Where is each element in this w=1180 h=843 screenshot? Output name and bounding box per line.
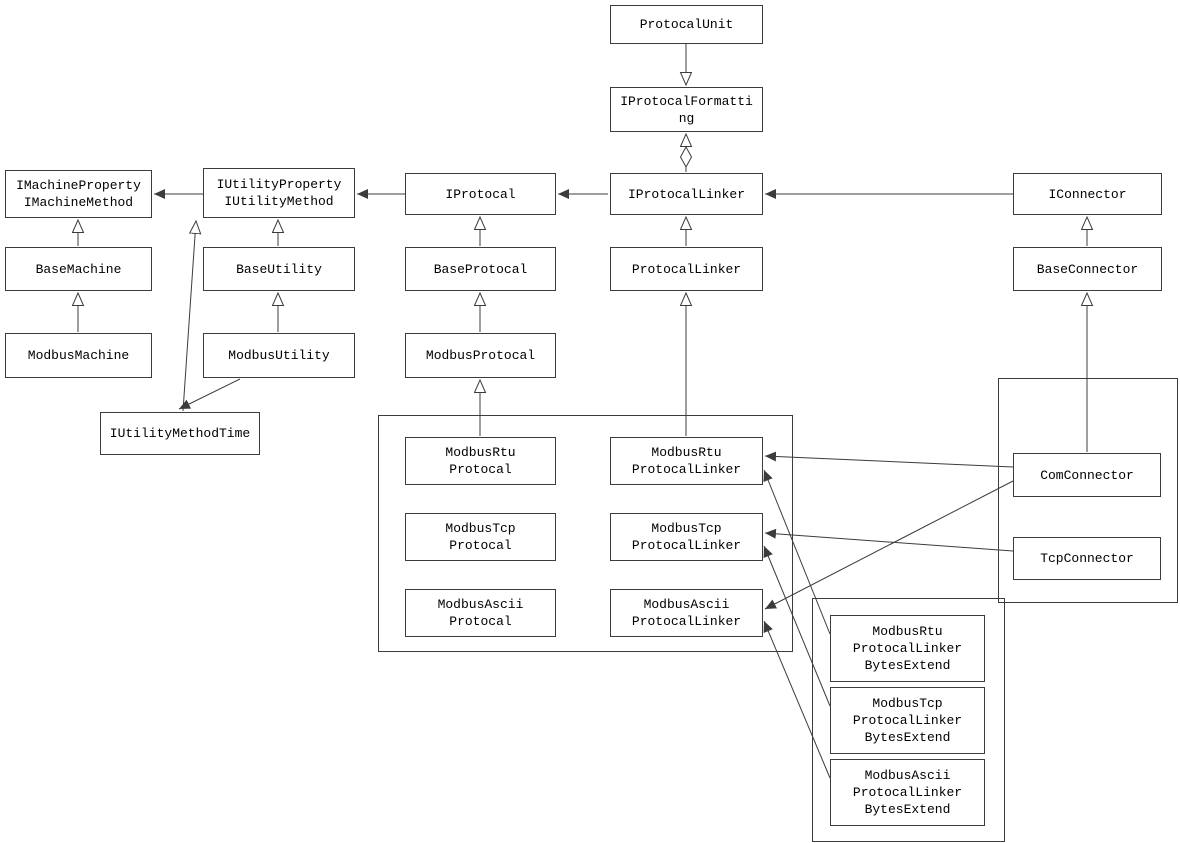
- edge-comconnector-modbusrtulinker: [764, 451, 1014, 468]
- node-imachine-property: IMachineProperty IMachineMethod: [5, 170, 152, 218]
- connector-group-frame: [998, 378, 1178, 603]
- node-iutility-method-time: IUtilityMethodTime: [100, 412, 260, 455]
- node-iprotocal-formatting: IProtocalFormatti ng: [610, 87, 763, 132]
- node-modbus-tcp-protocal-linker: ModbusTcp ProtocalLinker: [610, 513, 763, 561]
- node-iprotocal-linker: IProtocalLinker: [610, 173, 763, 215]
- node-modbus-rtu-protocal: ModbusRtu Protocal: [405, 437, 556, 485]
- node-base-machine: BaseMachine: [5, 247, 152, 291]
- edge-tcpconnector-modbustcplinker: [764, 528, 1014, 552]
- edge-iutilitymethodtime-iutilityproperty: [182, 221, 196, 412]
- edge-comconnector-modbusasciilinker: [764, 480, 1014, 610]
- node-com-connector: ComConnector: [1013, 453, 1161, 497]
- node-modbus-ascii-protocal: ModbusAscii Protocal: [405, 589, 556, 637]
- node-base-connector: BaseConnector: [1013, 247, 1162, 291]
- node-modbus-ascii-bytes-extend: ModbusAscii ProtocalLinker BytesExtend: [830, 759, 985, 826]
- node-modbus-tcp-bytes-extend: ModbusTcp ProtocalLinker BytesExtend: [830, 687, 985, 754]
- node-tcp-connector: TcpConnector: [1013, 537, 1161, 580]
- node-protocal-linker: ProtocalLinker: [610, 247, 763, 291]
- node-modbus-rtu-bytes-extend: ModbusRtu ProtocalLinker BytesExtend: [830, 615, 985, 682]
- node-modbus-rtu-protocal-linker: ModbusRtu ProtocalLinker: [610, 437, 763, 485]
- node-iutility-property: IUtilityProperty IUtilityMethod: [203, 168, 355, 218]
- node-modbus-machine: ModbusMachine: [5, 333, 152, 378]
- node-modbus-tcp-protocal: ModbusTcp Protocal: [405, 513, 556, 561]
- node-modbus-utility: ModbusUtility: [203, 333, 355, 378]
- edge-asciibytesextend-modbusasciilinker: [763, 620, 831, 779]
- node-modbus-ascii-protocal-linker: ModbusAscii ProtocalLinker: [610, 589, 763, 637]
- aggregation-diamond: [679, 145, 693, 169]
- edge-rtubytesextend-modbusrtulinker: [763, 469, 831, 635]
- node-modbus-protocal: ModbusProtocal: [405, 333, 556, 378]
- node-base-protocal: BaseProtocal: [405, 247, 556, 291]
- node-iprotocal: IProtocal: [405, 173, 556, 215]
- edge-tcpbytesextend-modbustcplinker: [763, 545, 831, 707]
- node-base-utility: BaseUtility: [203, 247, 355, 291]
- bytes-extend-group-frame: [812, 598, 1005, 842]
- edge-modbusutility-iutilitymethodtime: [178, 378, 241, 410]
- modbus-protocal-group-frame: [378, 415, 793, 652]
- node-protocal-unit: ProtocalUnit: [610, 5, 763, 44]
- node-iconnector: IConnector: [1013, 173, 1162, 215]
